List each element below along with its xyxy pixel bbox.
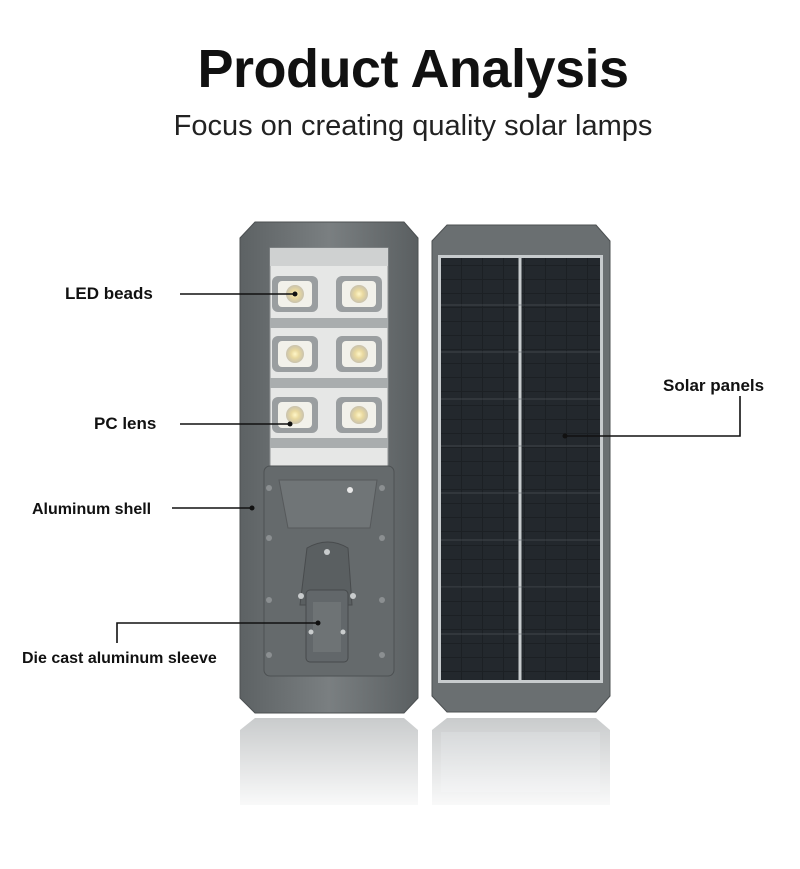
callout-die-cast-sleeve: Die cast aluminum sleeve: [22, 650, 217, 667]
led-module: [272, 397, 318, 433]
floor-reflection: [230, 715, 620, 815]
page-title: Product Analysis: [197, 39, 629, 99]
solar-panel: [431, 224, 611, 713]
callout-pc-lens: PC lens: [94, 414, 157, 433]
led-module: [272, 336, 318, 372]
led-module: [336, 276, 382, 312]
sleeve-leader: [116, 622, 318, 643]
leader-dots: [249, 291, 568, 626]
led-module: [336, 336, 382, 372]
die-cast-sleeve: [298, 541, 356, 663]
solar-panels-leader: [565, 396, 741, 437]
leader-lines: [116, 293, 741, 643]
callout-solar-panels: Solar panels: [663, 376, 765, 395]
led-module: [336, 397, 382, 433]
callout-aluminum-shell: Aluminum shell: [32, 501, 152, 518]
page-subtitle: Focus on creating quality solar lamps: [173, 110, 653, 142]
callout-led-beads: LED beads: [65, 284, 153, 303]
